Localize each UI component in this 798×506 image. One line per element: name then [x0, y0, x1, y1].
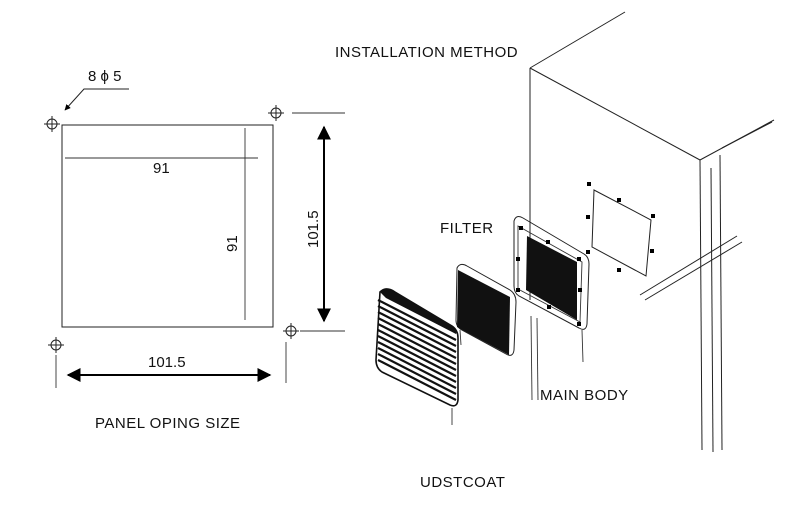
- hole-spec-leader: [64, 88, 129, 111]
- dustcoat-label: UDSTCOAT: [420, 474, 505, 491]
- cabinet-enclosure: [529, 11, 775, 453]
- mounting-hole-icon: [283, 323, 299, 339]
- installation-exploded-view: INSTALLATION METHOD: [335, 11, 775, 491]
- mounting-hole-icon: [44, 116, 60, 132]
- filter-pad: [455, 263, 517, 356]
- cabinet-cutout: [586, 182, 655, 277]
- outer-height-label: 101.5: [305, 210, 322, 248]
- inner-width-label: 91: [153, 160, 170, 177]
- outer-width-label: 101.5: [148, 354, 186, 371]
- main-body-label: MAIN BODY: [540, 387, 629, 404]
- mounting-hole-icon: [48, 337, 64, 353]
- hole-spec-label: 8 ϕ 5: [88, 68, 121, 85]
- inner-height-label: 91: [224, 235, 241, 252]
- dustcoat-grille: [375, 288, 459, 425]
- panel-opening-outline: [61, 124, 274, 328]
- panel-cutout-drawing: 8 ϕ 5 91 91 101.5 101.5 PANEL OPING SIZE: [44, 68, 345, 432]
- installation-method-title: INSTALLATION METHOD: [335, 44, 518, 61]
- filter-label: FILTER: [440, 220, 494, 237]
- panel-size-title: PANEL OPING SIZE: [95, 415, 241, 432]
- main-body-frame: [513, 216, 590, 401]
- mounting-hole-icon: [268, 105, 284, 121]
